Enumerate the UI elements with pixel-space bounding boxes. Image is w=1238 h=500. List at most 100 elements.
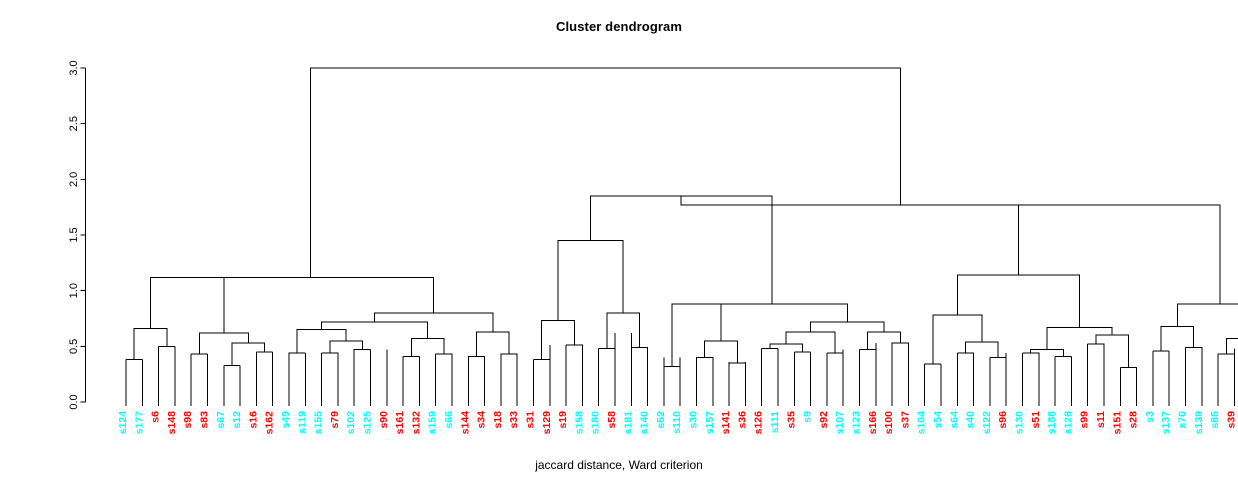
leaf-label-s79[interactable]: s79 — [329, 411, 341, 429]
leaf-label-s155[interactable]: s155 — [313, 411, 325, 435]
leaf-label-s177[interactable]: s177 — [133, 411, 145, 435]
dendrogram-branch — [321, 352, 339, 357]
leaf-label-s141[interactable]: s141 — [720, 411, 732, 435]
leaf-label-s9[interactable]: s9 — [802, 411, 814, 423]
dendrogram-branch — [187, 276, 435, 313]
y-axis-tick-label: 2.5 — [68, 116, 80, 131]
leaf-label-s37[interactable]: s37 — [899, 411, 911, 429]
dendrogram-branch — [557, 240, 624, 321]
leaf-label-s35[interactable]: s35 — [785, 411, 797, 429]
leaf-label-s123[interactable]: s123 — [851, 411, 863, 435]
leaf-label-s159[interactable]: s159 — [427, 411, 439, 435]
dendrogram-branch — [435, 353, 453, 364]
leaf-label-s158[interactable]: s158 — [573, 411, 585, 435]
leaf-label-s100[interactable]: s100 — [883, 411, 895, 435]
leaf-label-s18[interactable]: s18 — [492, 411, 504, 429]
leaf-label-s180[interactable]: s180 — [590, 411, 602, 435]
y-axis-tick-label: 2.0 — [68, 172, 80, 187]
leaf-label-s54[interactable]: s54 — [932, 411, 944, 429]
leaf-label-s99[interactable]: s99 — [1079, 411, 1091, 429]
leaf-labels: s124 s177 s6 s148 s98 s83 s67 s12 s16 s162 s49 s119… — [117, 402, 1237, 435]
leaf-label-s40[interactable]: s40 — [965, 411, 977, 429]
leaf-label-s49[interactable]: s49 — [280, 411, 292, 429]
leaf-label-s64[interactable]: s64 — [948, 411, 960, 429]
leaf-label-s161[interactable]: s161 — [394, 411, 406, 435]
leaf-label-s111[interactable]: s111 — [769, 411, 781, 433]
leaf-label-s98[interactable]: s98 — [182, 411, 194, 429]
leaf-label-s19[interactable]: s19 — [557, 411, 569, 429]
dendrogram-branch — [309, 67, 901, 278]
leaf-label-s102[interactable]: s102 — [345, 411, 357, 435]
leaf-label-s6[interactable]: s6 — [150, 411, 162, 423]
dendrogram-branch — [1095, 334, 1129, 368]
dendrogram-branch — [956, 274, 1081, 328]
leaf-label-s85[interactable]: s85 — [1209, 411, 1221, 429]
leaf-label-s52[interactable]: s52 — [655, 411, 667, 429]
dendrogram-branch — [296, 329, 347, 354]
leaf-label-s66[interactable]: s66 — [443, 411, 455, 429]
leaf-label-s12[interactable]: s12 — [231, 411, 243, 429]
leaf-label-s188[interactable]: s188 — [1046, 411, 1058, 435]
leaf-label-s30[interactable]: s30 — [688, 411, 700, 429]
leaf-label-s125[interactable]: s125 — [362, 411, 374, 435]
leaf-label-s110[interactable]: s110 — [671, 411, 683, 434]
leaf-label-s104[interactable]: s104 — [916, 411, 928, 435]
leaf-label-s33[interactable]: s33 — [508, 411, 520, 429]
leaf-label-s16[interactable]: s16 — [247, 411, 259, 429]
dendrogram-branch — [231, 342, 266, 366]
dendrogram-branch — [1185, 346, 1203, 355]
leaf-label-s51[interactable]: s51 — [1030, 411, 1042, 429]
leaf-label-s162[interactable]: s162 — [264, 411, 276, 435]
leaf-label-s107[interactable]: s107 — [834, 411, 846, 435]
leaf-label-s137[interactable]: s137 — [1160, 411, 1172, 435]
leaf-label-s148[interactable]: s148 — [166, 411, 178, 435]
leaf-label-s181[interactable]: s181 — [622, 411, 634, 435]
leaf-label-s3[interactable]: s3 — [1144, 411, 1156, 423]
dendrogram-branch — [867, 331, 901, 350]
dendrogram-branch — [1017, 204, 1221, 305]
dendrogram-branch — [606, 312, 640, 349]
dendrogram-branch — [1120, 366, 1138, 371]
leaf-label-s122[interactable]: s122 — [981, 411, 993, 435]
dendrogram-branch — [590, 195, 773, 305]
leaf-label-s70[interactable]: s70 — [1177, 411, 1189, 429]
leaf-label-s92[interactable]: s92 — [818, 411, 830, 429]
leaf-label-s144[interactable]: s144 — [459, 411, 471, 435]
leaf-label-s96[interactable]: s96 — [997, 411, 1009, 429]
leaf-label-s157[interactable]: s157 — [704, 411, 716, 435]
leaf-label-s126[interactable]: s126 — [753, 411, 765, 435]
leaf-label-s83[interactable]: s83 — [199, 411, 211, 429]
leaf-label-s58[interactable]: s58 — [606, 411, 618, 429]
dendrogram-branch — [321, 321, 429, 339]
leaf-label-s166[interactable]: s166 — [867, 411, 879, 435]
dendrogram-branch — [957, 352, 975, 358]
leaf-label-s28[interactable]: s28 — [1128, 411, 1140, 429]
leaf-label-s132[interactable]: s132 — [410, 411, 422, 435]
dendrogram-branch — [810, 321, 885, 332]
leaf-label-s140[interactable]: s140 — [639, 411, 651, 435]
dendrogram-branch — [696, 356, 714, 364]
dendrogram-branch — [500, 353, 518, 360]
y-axis-tick-label: 1.5 — [68, 227, 80, 242]
leaf-label-s11[interactable]: s11 — [1095, 411, 1107, 428]
dendrogram-branch — [1046, 326, 1113, 350]
leaf-label-s128[interactable]: s128 — [1062, 411, 1074, 435]
leaf-label-s67[interactable]: s67 — [215, 411, 227, 429]
leaf-label-s139[interactable]: s139 — [1193, 411, 1205, 435]
leaf-label-s119[interactable]: s119 — [296, 411, 308, 434]
leaf-label-s151[interactable]: s151 — [1111, 411, 1123, 435]
dendrogram-branch — [891, 342, 909, 356]
leaf-label-s39[interactable]: s39 — [1225, 411, 1237, 429]
leaf-label-s130[interactable]: s130 — [1014, 411, 1026, 435]
leaf-label-s129[interactable]: s129 — [541, 411, 553, 435]
leaf-label-s90[interactable]: s90 — [378, 411, 390, 429]
dendrogram-branch — [149, 276, 225, 333]
y-axis-tick-label: 1.0 — [68, 283, 80, 298]
leaf-label-s124[interactable]: s124 — [117, 411, 129, 435]
y-axis-tick-label: 0.0 — [68, 394, 80, 409]
leaf-label-s34[interactable]: s34 — [476, 411, 488, 429]
leaf-label-s31[interactable]: s31 — [525, 411, 537, 429]
leaf-label-s36[interactable]: s36 — [736, 411, 748, 429]
